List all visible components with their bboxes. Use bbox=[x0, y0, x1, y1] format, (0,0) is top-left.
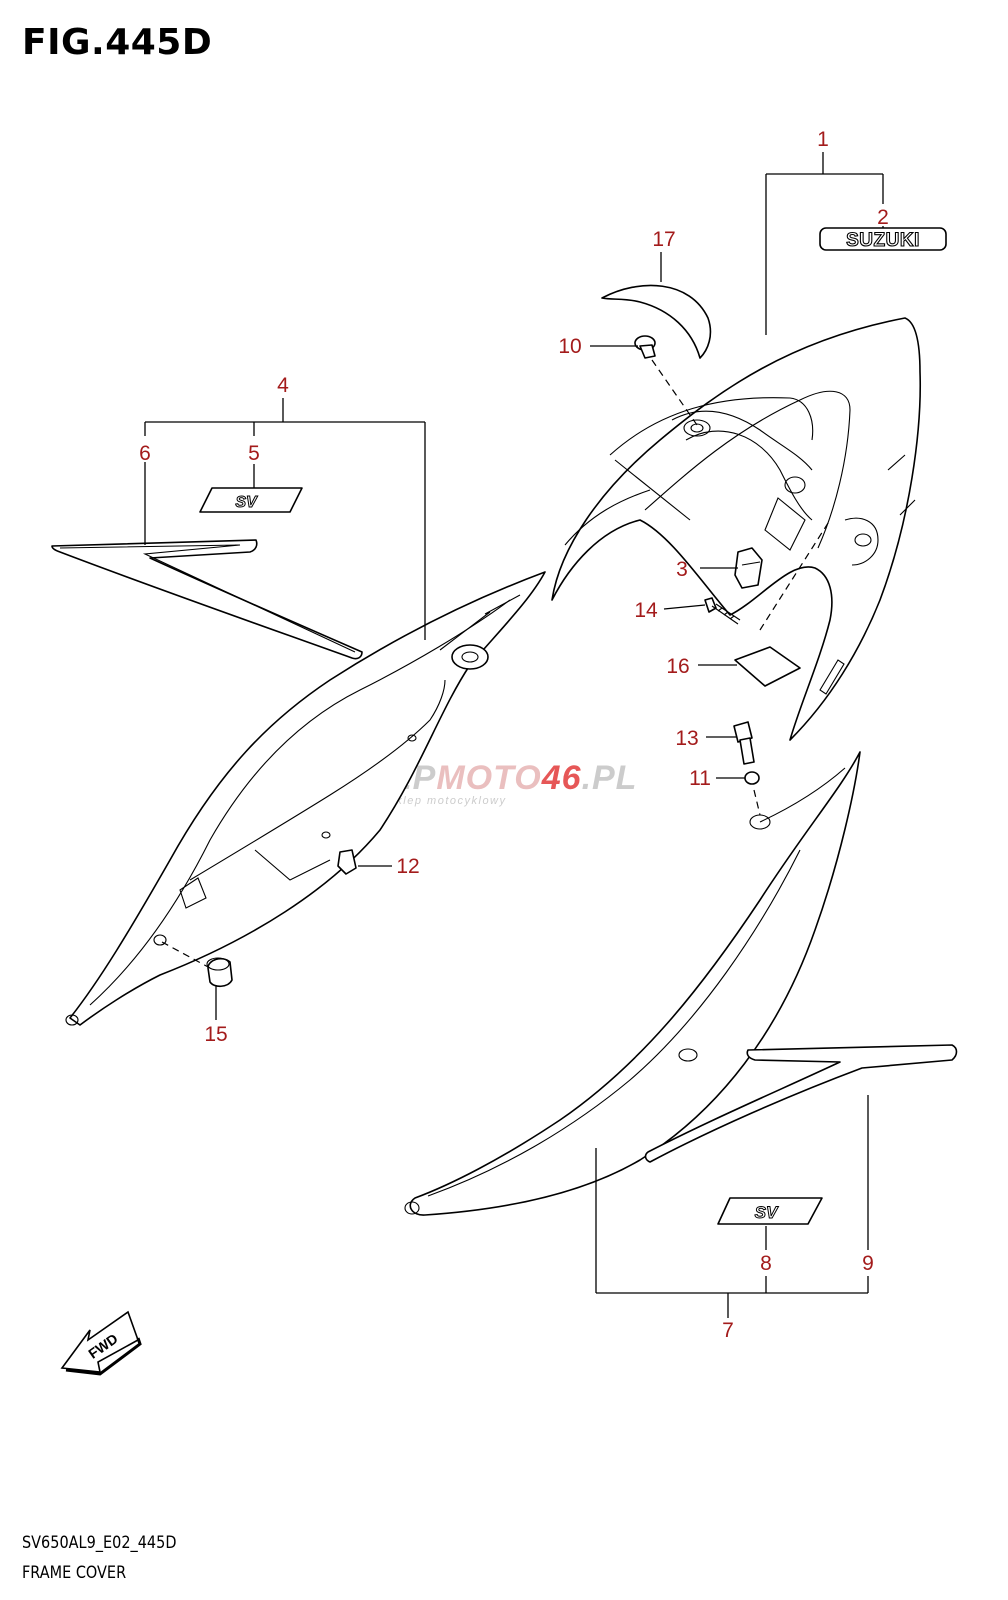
part-tail-cover bbox=[551, 317, 922, 741]
watermark-part-d: .PL bbox=[582, 759, 638, 797]
figure-title: FIG.445D bbox=[22, 22, 213, 63]
suzuki-emblem-text: SUZUKI bbox=[846, 230, 920, 251]
part-sv-badge-left: SV bbox=[199, 487, 303, 513]
part-nut-11 bbox=[744, 771, 760, 785]
callout-6: 6 bbox=[139, 442, 151, 465]
part-sv-badge-right: SV bbox=[717, 1197, 823, 1225]
part-cushion-15 bbox=[206, 957, 233, 988]
fwd-arrow-icon: FWD bbox=[60, 1310, 142, 1376]
callout-14: 14 bbox=[634, 599, 658, 622]
callout-15: 15 bbox=[204, 1023, 227, 1046]
sv-badge-left-text: SV bbox=[235, 494, 258, 511]
callout-1: 1 bbox=[817, 128, 829, 151]
callout-10: 10 bbox=[558, 335, 581, 358]
part-pad-17 bbox=[601, 284, 712, 359]
part-clip-12 bbox=[337, 849, 357, 875]
callout-8: 8 bbox=[760, 1252, 772, 1275]
part-stripe-decal-right bbox=[644, 1044, 958, 1163]
part-pad-16 bbox=[734, 646, 801, 687]
callout-13: 13 bbox=[675, 727, 698, 750]
callout-12: 12 bbox=[396, 855, 419, 878]
watermark-part-b: MOTO bbox=[436, 759, 541, 797]
part-right-frame-cover bbox=[404, 751, 861, 1216]
sv-badge-right-text: SV bbox=[755, 1203, 779, 1222]
callout-2: 2 bbox=[877, 206, 889, 229]
figure-name: FRAME COVER bbox=[22, 1563, 127, 1583]
callout-5: 5 bbox=[248, 442, 260, 465]
callout-11: 11 bbox=[689, 767, 711, 790]
part-left-frame-cover bbox=[65, 571, 546, 1026]
callout-7: 7 bbox=[722, 1319, 734, 1342]
part-stripe-decal-left bbox=[51, 539, 363, 660]
part-suzuki-emblem: SUZUKI bbox=[819, 227, 947, 252]
callout-3: 3 bbox=[676, 558, 688, 581]
callout-4: 4 bbox=[277, 374, 289, 397]
watermark-part-c: 46 bbox=[541, 759, 582, 797]
part-screw-10 bbox=[634, 335, 656, 359]
part-damper-3 bbox=[734, 547, 763, 589]
callout-17: 17 bbox=[652, 228, 675, 251]
callout-9: 9 bbox=[862, 1252, 874, 1275]
part-bolt-13 bbox=[733, 721, 755, 765]
figure-code: SV650AL9_E02_445D bbox=[22, 1533, 177, 1553]
part-screw-14 bbox=[704, 597, 741, 625]
callout-16: 16 bbox=[666, 655, 689, 678]
